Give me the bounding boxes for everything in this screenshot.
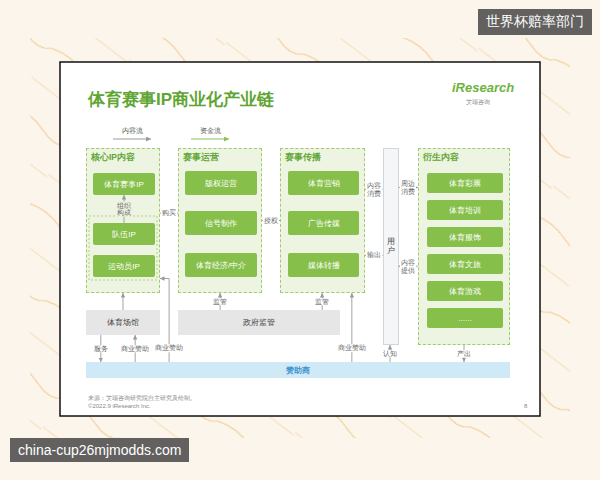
source-note: 来源：艾瑞咨询研究院自主研究及绘制。 xyxy=(88,394,196,403)
edge-label: 周边 消费 xyxy=(400,180,416,195)
process-box: 版权运营 xyxy=(185,171,257,195)
legend-sample xyxy=(112,136,152,142)
node-text: 体育场馆 xyxy=(107,317,139,328)
process-box: 体育培训 xyxy=(427,200,503,220)
slide-label: ©2022.9 iResearch Inc. xyxy=(88,403,151,409)
legend-item: 资金流 xyxy=(190,126,230,142)
legend-arrow xyxy=(191,139,229,140)
process-box: 体育文旅 xyxy=(427,254,503,274)
diagram-title: 体育赛事IP商业化产业链 xyxy=(88,88,274,111)
panel-group: 赛事传播体育营销广告传媒媒体转播 xyxy=(280,148,365,293)
edge-label: 监管 xyxy=(314,298,330,305)
process-box: 体育彩票 xyxy=(427,173,503,193)
node-text: 媒体转播 xyxy=(308,260,340,271)
node-text: 赛事传播 xyxy=(281,149,325,167)
node-text: 队伍IP xyxy=(112,229,136,240)
node-text: 核心IP内容 xyxy=(87,149,139,167)
process-box: 信号制作 xyxy=(185,211,257,235)
node-text: 衍生内容 xyxy=(419,149,463,167)
process-box: 体育营销 xyxy=(288,171,359,195)
slide-label: 8 xyxy=(524,403,527,409)
node-text: 版权运营 xyxy=(205,178,237,189)
edge-label: 监管 xyxy=(212,298,228,305)
edge-label: 产出 xyxy=(456,350,472,357)
edge-label: 认知 xyxy=(382,350,398,357)
node-text: 体育彩票 xyxy=(449,178,481,189)
support-box: 体育场馆 xyxy=(86,310,160,335)
legend-text: 资金流 xyxy=(200,126,221,136)
edge-label: 内容 消费 xyxy=(366,182,382,197)
sponsor-band: 赞助商 xyxy=(86,362,510,378)
support-box: 政府监管 xyxy=(178,310,340,335)
edge-label: 商业赞助 xyxy=(337,344,367,351)
node-text: 体育赛事IP xyxy=(104,179,144,190)
node-text: 运动员IP xyxy=(108,261,140,272)
legend-sample xyxy=(190,136,230,142)
process-box: 体育服饰 xyxy=(427,227,503,247)
edge-label: 购买 xyxy=(161,210,177,217)
ip-group-outline xyxy=(89,216,157,280)
process-box: 运动员IP xyxy=(93,255,155,277)
node-text: 赛事运营 xyxy=(179,149,223,167)
legend-text: 内容流 xyxy=(122,126,143,136)
orange-line-texture xyxy=(30,38,570,438)
edge-label: 组织 构成 xyxy=(116,202,132,217)
node-text: ...... xyxy=(458,314,471,323)
process-box: 体育赛事IP xyxy=(93,173,155,195)
node-text: 体育文旅 xyxy=(449,259,481,270)
node-text: 广告传媒 xyxy=(308,218,340,229)
edge-label: 服务 xyxy=(93,345,109,352)
flow-connector xyxy=(123,293,124,310)
edge-label: 商业赞助 xyxy=(154,344,184,351)
process-box: ...... xyxy=(427,308,503,328)
edge-label: 商业赞助 xyxy=(120,345,150,352)
panel-group: 核心IP内容体育赛事IP 队伍IP 运动员IP xyxy=(86,148,160,293)
user-bar: 用户 xyxy=(383,148,399,345)
node-text: 赞助商 xyxy=(286,365,310,376)
watermark: china-cup26mjmodds.com xyxy=(10,438,189,462)
node-text: 体育培训 xyxy=(449,205,481,216)
edge-label: 授权 xyxy=(263,217,279,224)
panel-group: 赛事运营版权运营信号制作体育经济/中介 xyxy=(178,148,262,293)
process-box: 媒体转播 xyxy=(288,253,359,277)
node-text: 用户 xyxy=(387,238,395,256)
watermark: 世界杯赔率部门 xyxy=(478,9,592,35)
edge-label: 输出 xyxy=(366,252,382,259)
slide-frame xyxy=(60,62,540,416)
node-text: 体育经济/中介 xyxy=(196,260,246,271)
legend-item: 内容流 xyxy=(112,126,152,142)
legend-arrow xyxy=(113,139,151,140)
node-text: 体育游戏 xyxy=(449,286,481,297)
node-text: 政府监管 xyxy=(243,317,275,328)
node-text: 信号制作 xyxy=(205,218,237,229)
slide-label: iResearch xyxy=(452,80,514,95)
process-box: 体育经济/中介 xyxy=(185,253,257,277)
process-box: 体育游戏 xyxy=(427,281,503,301)
panel-group: 衍生内容体育彩票体育培训体育服饰体育文旅体育游戏...... xyxy=(418,148,510,345)
process-box: 队伍IP xyxy=(93,223,155,245)
node-text: 体育营销 xyxy=(308,178,340,189)
process-box: 广告传媒 xyxy=(288,211,359,235)
node-text: 体育服饰 xyxy=(449,232,481,243)
edge-label: 内容 提供 xyxy=(400,259,416,274)
slide-label: 艾瑞咨询 xyxy=(466,98,490,107)
